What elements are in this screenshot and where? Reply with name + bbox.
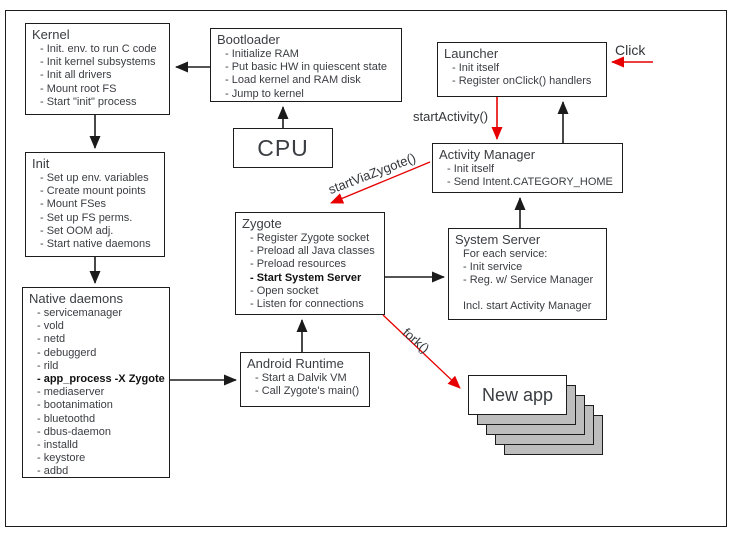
new-app-title: New app [481, 384, 554, 405]
launcher-box: Launcher - Init itself - Register onClic… [437, 42, 607, 97]
kernel-item: - Init. env. to run C code [40, 43, 157, 55]
kernel-item: - Mount root FS [40, 82, 117, 95]
native-daemon-item: - bluetoothd [37, 412, 96, 425]
kernel-item: - Init all drivers [40, 69, 112, 82]
native-daemon-item: - adbd [37, 465, 69, 478]
system-server-box: System Server For each service: - Init s… [448, 228, 607, 320]
native-daemon-item: - dbus-daemon [37, 425, 111, 438]
init-item: - Mount FSes [40, 198, 107, 211]
system-server-item: For each service: [463, 248, 548, 260]
zygote-item-start-system-server: - Start System Server [250, 271, 362, 284]
launcher-item: - Init itself [452, 62, 500, 74]
system-server-item: - Reg. w/ Service Manager [463, 274, 594, 287]
zygote-title: Zygote [242, 216, 282, 231]
native-daemon-item: - mediaserver [37, 386, 105, 399]
zygote-item: - Open socket [250, 284, 319, 297]
android-runtime-title: Android Runtime [247, 356, 344, 371]
zygote-item: - Listen for connections [250, 298, 364, 311]
init-item: - Create mount points [40, 185, 146, 198]
bootloader-item: - Jump to kernel [225, 87, 304, 100]
init-item: - Set OOM adj. [40, 224, 114, 237]
native-daemon-item: - bootanimation [37, 399, 113, 412]
native-daemon-item-app-process: - app_process -X Zygote [37, 373, 165, 386]
android-runtime-item: - Start a Dalvik VM [255, 372, 347, 384]
system-server-item: - Init service [463, 261, 523, 274]
init-item: - Set up env. variables [40, 172, 149, 184]
native-daemons-title: Native daemons [29, 291, 123, 306]
android-runtime-item: - Call Zygote's main() [255, 385, 360, 398]
native-daemon-item: - debuggerd [37, 346, 97, 359]
native-daemon-item: - vold [37, 320, 64, 333]
init-box: Init - Set up env. variables - Create mo… [25, 152, 165, 257]
new-app-box: New app [468, 375, 567, 415]
bootloader-item: - Put basic HW in quiescent state [225, 61, 388, 74]
native-daemons-box: Native daemons - servicemanager - vold -… [22, 287, 170, 478]
android-runtime-box: Android Runtime - Start a Dalvik VM - Ca… [240, 352, 370, 407]
kernel-box: Kernel - Init. env. to run C code - Init… [25, 23, 170, 115]
bootloader-title: Bootloader [217, 32, 280, 47]
init-item: - Set up FS perms. [40, 211, 133, 224]
native-daemon-item: - netd [37, 333, 66, 346]
launcher-title: Launcher [444, 46, 499, 61]
cpu-title: CPU [257, 134, 309, 161]
kernel-title: Kernel [32, 27, 70, 42]
activity-manager-item: - Send Intent.CATEGORY_HOME [447, 176, 613, 189]
click-label: Click [615, 42, 646, 58]
bootloader-item: - Load kernel and RAM disk [225, 74, 361, 87]
activity-manager-box: Activity Manager - Init itself - Send In… [432, 143, 623, 193]
diagram-frame [5, 10, 727, 527]
native-daemon-item: - servicemanager [37, 307, 122, 319]
zygote-item: - Preload all Java classes [250, 245, 375, 258]
launcher-item: - Register onClick() handlers [452, 75, 592, 88]
native-daemon-item: - rild [37, 359, 59, 372]
zygote-item: - Register Zygote socket [250, 232, 370, 244]
bootloader-item: - Initialize RAM [225, 48, 299, 60]
system-server-title: System Server [455, 232, 541, 247]
zygote-box: Zygote - Register Zygote socket - Preloa… [235, 212, 385, 315]
bootloader-box: Bootloader - Initialize RAM - Put basic … [210, 28, 402, 102]
cpu-box: CPU [233, 128, 333, 168]
activity-manager-item: - Init itself [447, 163, 495, 175]
zygote-item: - Preload resources [250, 258, 346, 271]
start-activity-label: startActivity() [413, 109, 489, 124]
native-daemon-item: - installd [37, 439, 78, 452]
init-item: - Start native daemons [40, 238, 151, 251]
native-daemon-item: - keystore [37, 452, 86, 465]
kernel-item: - Start "init" process [40, 95, 137, 108]
init-title: Init [32, 156, 50, 171]
kernel-item: - Init kernel subsystems [40, 56, 156, 69]
system-server-footer: Incl. start Activity Manager [463, 299, 592, 312]
activity-manager-title: Activity Manager [439, 147, 536, 162]
